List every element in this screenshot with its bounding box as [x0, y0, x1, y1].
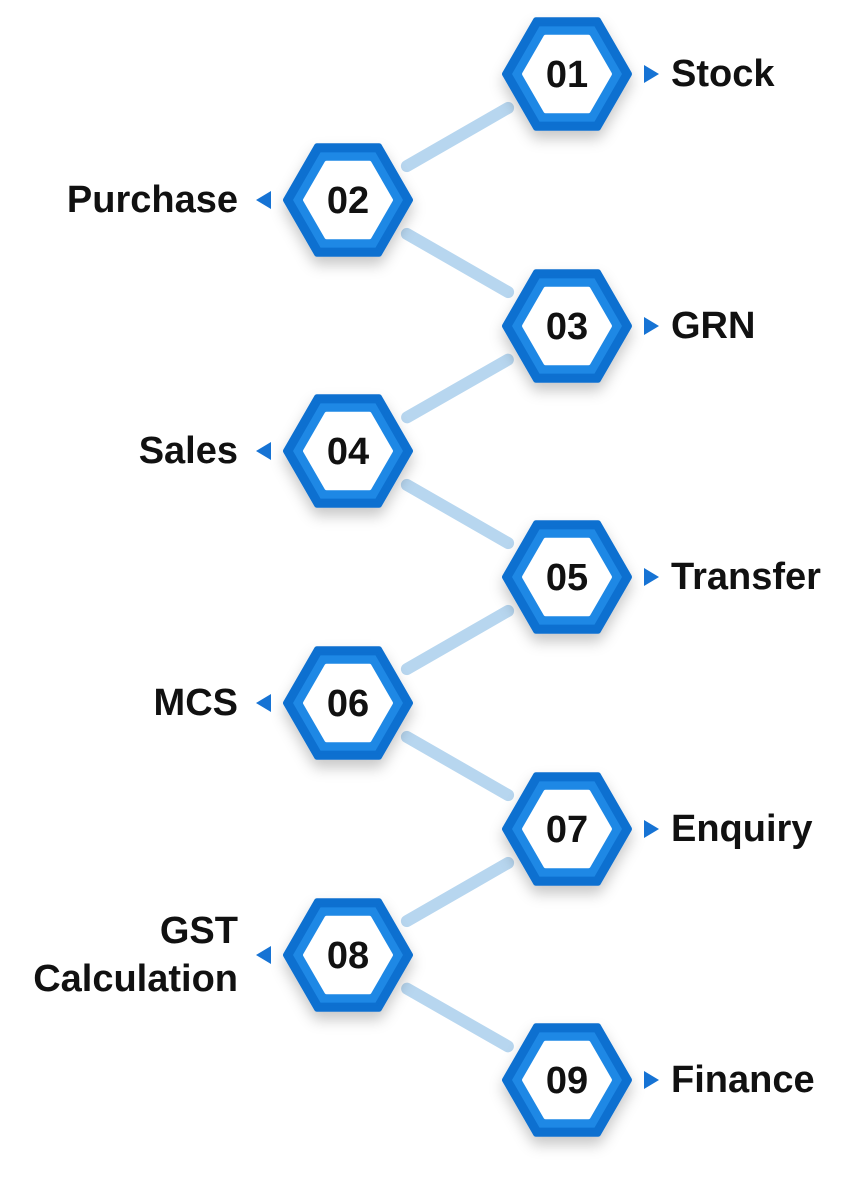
step-label-line: Stock — [671, 53, 775, 95]
step-label-line: Calculation — [33, 958, 238, 1000]
hexagon-inner — [522, 34, 612, 114]
step-hexagon: 04 — [256, 394, 413, 508]
step-number: 01 — [546, 54, 588, 96]
step-number: 05 — [546, 557, 588, 599]
connector-line — [401, 982, 514, 1053]
step-label: MCS — [154, 679, 238, 727]
step-hexagon: 02 — [256, 143, 413, 257]
step-label: GRN — [671, 302, 755, 350]
arrow-right-icon — [644, 1071, 659, 1089]
hexagon-inner — [522, 537, 612, 617]
step-label: Finance — [671, 1056, 815, 1104]
arrow-left-icon — [256, 191, 271, 209]
connector-line — [400, 478, 515, 550]
step-number: 06 — [327, 683, 369, 725]
step-number: 03 — [546, 306, 588, 348]
step-hexagon: 07 — [502, 772, 659, 886]
arrow-right-icon — [644, 820, 659, 838]
connector-line — [400, 604, 515, 676]
step-label: Purchase — [67, 176, 238, 224]
connector-lines — [400, 101, 515, 1053]
arrow-right-icon — [644, 317, 659, 335]
arrow-right-icon — [644, 65, 659, 83]
step-number: 02 — [327, 180, 369, 222]
connector-line — [400, 730, 515, 802]
step-label-line: MCS — [153, 682, 238, 724]
step-label-line: GRN — [671, 305, 756, 347]
step-number: 04 — [327, 431, 369, 473]
hexagon-inner — [303, 411, 393, 491]
connector-line — [400, 101, 515, 173]
step-label: Sales — [139, 427, 238, 475]
hexagon-inner — [303, 160, 393, 240]
hexagon-inner — [303, 663, 393, 743]
step-label-line: Enquiry — [671, 808, 813, 850]
connector-line — [401, 353, 514, 424]
hexagon-inner — [522, 789, 612, 869]
step-label: Stock — [671, 50, 774, 98]
step-hexagon: 06 — [256, 646, 413, 760]
connector-line — [400, 856, 515, 928]
step-label-line: Sales — [138, 430, 238, 472]
hexagon-inner — [303, 915, 393, 995]
arrow-left-icon — [256, 694, 271, 712]
step-hexagon: 08 — [256, 898, 413, 1012]
step-hexagon: 03 — [502, 269, 659, 383]
step-number: 07 — [546, 809, 588, 851]
step-label: Enquiry — [671, 805, 812, 853]
step-label: Transfer — [671, 553, 821, 601]
step-hexagon: 05 — [502, 520, 659, 634]
step-number: 08 — [327, 935, 369, 977]
hexagon-inner — [522, 1040, 612, 1120]
step-number: 09 — [546, 1060, 588, 1102]
step-nodes: 01 02 03 04 05 06 07 08 09 — [256, 17, 659, 1137]
step-label-line: Finance — [671, 1059, 815, 1101]
step-hexagon: 01 — [502, 17, 659, 131]
arrow-right-icon — [644, 568, 659, 586]
hexagon-inner — [522, 286, 612, 366]
step-label: GST Calculation — [33, 907, 238, 1003]
arrow-left-icon — [256, 442, 271, 460]
connector-line — [400, 227, 515, 299]
step-label-line: GST — [159, 910, 238, 952]
step-hexagon: 09 — [502, 1023, 659, 1137]
arrow-left-icon — [256, 946, 271, 964]
step-label-line: Purchase — [66, 179, 238, 221]
step-label-line: Transfer — [671, 556, 821, 598]
